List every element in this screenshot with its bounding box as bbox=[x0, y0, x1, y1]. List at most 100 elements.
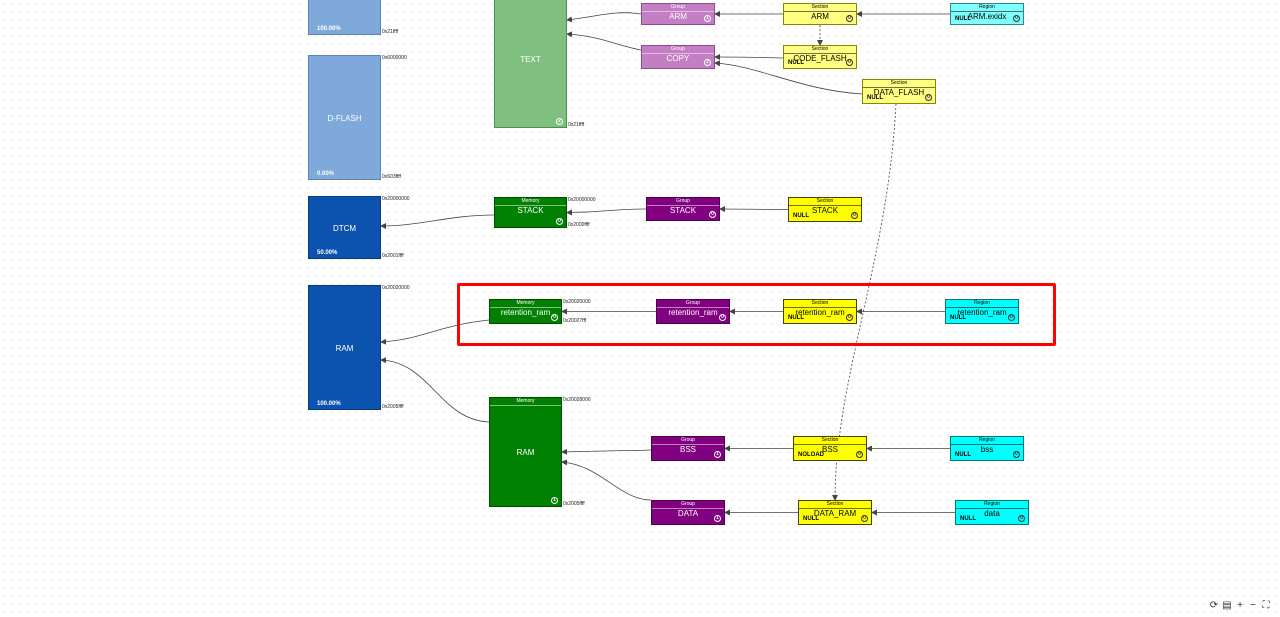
node-header: Group bbox=[642, 4, 714, 12]
node-header: Region bbox=[951, 437, 1023, 445]
node-label: retention_ram bbox=[957, 308, 1007, 317]
node-label: bss bbox=[980, 445, 994, 454]
count-badge: 0 bbox=[1013, 451, 1020, 458]
usage-percent: 50.00% bbox=[317, 250, 338, 256]
node-header: Section bbox=[799, 501, 871, 509]
edge-grp-arm-to-mem-text bbox=[566, 12, 642, 23]
clipboard-icon[interactable]: ▤ bbox=[1222, 600, 1232, 611]
edge-grp-bss-to-mem-ram bbox=[561, 448, 652, 455]
address-end: 0x2000ffff bbox=[568, 222, 590, 228]
node-header: Group bbox=[657, 300, 729, 308]
node-label: DTCM bbox=[332, 223, 357, 233]
node-status: NULL bbox=[960, 516, 976, 522]
address-start: 0x20000000 bbox=[568, 197, 596, 203]
node-header: Section bbox=[863, 80, 935, 88]
address-end: 0x603ffff bbox=[382, 174, 401, 180]
count-badge: 1 bbox=[704, 15, 711, 22]
node-header: Group bbox=[652, 437, 724, 445]
node-status: NULL bbox=[867, 95, 883, 101]
edge-grp-copy-to-mem-text bbox=[566, 31, 642, 51]
count-badge: 0 bbox=[1013, 15, 1020, 22]
node-header: Section bbox=[794, 437, 866, 445]
edge-sec-stack-to-grp-stack bbox=[719, 206, 789, 213]
node-flash-tail[interactable]: 100.00% bbox=[308, 0, 381, 35]
node-header: Memory bbox=[495, 198, 566, 206]
address-end: 0x21ffff bbox=[568, 122, 585, 128]
count-badge: 0 bbox=[556, 218, 563, 225]
node-label: data bbox=[984, 509, 1000, 518]
count-badge: 1 bbox=[714, 515, 721, 522]
node-header: Section bbox=[784, 46, 856, 54]
node-label: BSS bbox=[821, 445, 838, 454]
edge-mem-stack-to-dtcm bbox=[380, 214, 495, 229]
count-badge: 0 bbox=[861, 515, 868, 522]
count-badge: 1 bbox=[551, 497, 558, 504]
address-end: 0x21ffff bbox=[382, 29, 399, 35]
node-dtcm[interactable]: DTCM 50.00% bbox=[308, 196, 381, 259]
node-status: NULL bbox=[955, 452, 971, 458]
node-status: NULL bbox=[955, 16, 971, 22]
count-badge: 0 bbox=[846, 59, 853, 66]
node-status: NULL bbox=[788, 60, 804, 66]
node-ram[interactable]: RAM 100.00% bbox=[308, 285, 381, 410]
zoom-in-icon[interactable]: + bbox=[1237, 600, 1243, 611]
address-start: 0x6000000 bbox=[382, 55, 407, 61]
address-start: 0x20020000 bbox=[563, 299, 591, 305]
node-header: Memory bbox=[490, 300, 561, 308]
usage-percent: 0.00% bbox=[317, 171, 335, 177]
count-badge: 0 bbox=[709, 211, 716, 218]
usage-percent: 100.00% bbox=[317, 401, 341, 407]
edge-sec-code-flash-to-grp-copy bbox=[714, 54, 784, 61]
node-label: retention_ram bbox=[668, 308, 718, 317]
address-start: 0x20020000 bbox=[382, 285, 410, 291]
graph-toolbar: ⟳▤ +−⛶ bbox=[1209, 601, 1271, 613]
count-badge: 2 bbox=[704, 59, 711, 66]
node-label: retention_ram bbox=[795, 308, 845, 317]
node-label: ARM bbox=[669, 12, 687, 21]
node-label: DATA bbox=[677, 509, 699, 518]
node-header: Group bbox=[642, 46, 714, 54]
refresh-icon[interactable]: ⟳ bbox=[1209, 600, 1219, 611]
node-label: RAM bbox=[335, 343, 354, 353]
node-label: ARM bbox=[811, 12, 829, 21]
zoom-out-icon[interactable]: − bbox=[1250, 600, 1256, 611]
node-header: Region bbox=[956, 501, 1028, 509]
node-status: NULL bbox=[803, 516, 819, 522]
fullscreen-icon[interactable]: ⛶ bbox=[1262, 600, 1270, 611]
node-label: retention_ram bbox=[500, 308, 551, 317]
node-header: Section bbox=[784, 4, 856, 12]
node-status: NULL bbox=[788, 315, 804, 321]
node-label: DATA_RAM bbox=[813, 509, 857, 518]
node-header: Section bbox=[789, 198, 861, 206]
count-badge: 0 bbox=[719, 314, 726, 321]
edge-grp-data-to-mem-ram bbox=[561, 459, 652, 501]
node-label: TEXT bbox=[520, 55, 541, 64]
highlight-box bbox=[457, 283, 1056, 346]
count-badge: 0 bbox=[856, 451, 863, 458]
node-label: BSS bbox=[679, 445, 696, 454]
node-header: Section bbox=[784, 300, 856, 308]
